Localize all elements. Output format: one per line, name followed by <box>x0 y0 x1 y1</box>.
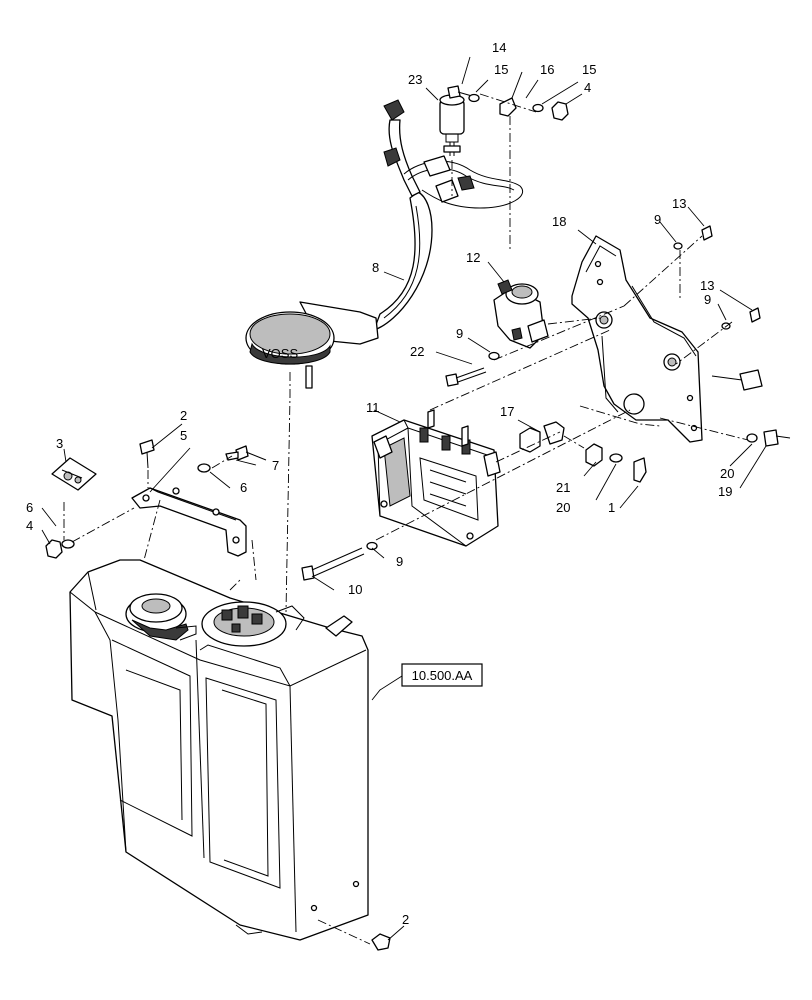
callout-20: 20 <box>720 466 734 481</box>
fitting-17 <box>519 421 565 453</box>
tank-sender-unit <box>201 601 353 647</box>
bracket-5 <box>131 487 247 557</box>
callout-2: 2 <box>180 408 187 423</box>
callout-3: 3 <box>56 436 63 451</box>
callout-15: 15 <box>494 62 508 77</box>
tank-filler-cap <box>125 593 197 641</box>
def-tank <box>69 559 369 941</box>
vendor-mark: VOSS <box>262 346 298 361</box>
callout-14: 14 <box>492 40 506 55</box>
callout-4: 4 <box>584 80 591 95</box>
bolt-10-washer-9 <box>301 541 378 581</box>
callout-22: 22 <box>410 344 424 359</box>
callout-5: 5 <box>180 428 187 443</box>
hose-assembly-8: VOSS <box>245 99 523 389</box>
inline-filter-23 <box>439 94 465 156</box>
supply-pump-11 <box>371 409 501 547</box>
bolt-2-top <box>139 439 155 469</box>
callout-10: 10 <box>348 582 362 597</box>
mount-bracket-18 <box>571 235 703 443</box>
callout-13: 13 <box>672 196 686 211</box>
washer-6 <box>197 463 211 473</box>
callout-8: 8 <box>372 260 379 275</box>
assembly-center-lines <box>63 93 749 945</box>
bolt-19-washer-20 <box>746 429 791 447</box>
nut-4-washer-6-left <box>45 539 75 559</box>
leader-lines <box>41 56 767 941</box>
callout-13: 13 <box>700 278 714 293</box>
hardware-21-20-1 <box>585 443 647 483</box>
callout-20: 20 <box>556 500 570 515</box>
callout-16: 16 <box>540 62 554 77</box>
callout-4: 4 <box>26 518 33 533</box>
callout-labels: 14 15 16 15 23 4 13 9 18 8 12 13 9 9 22 … <box>26 40 734 927</box>
callout-9: 9 <box>456 326 463 341</box>
bolt-7 <box>225 445 267 461</box>
label-decal-3 <box>51 457 97 491</box>
callout-21: 21 <box>556 480 570 495</box>
callout-9: 9 <box>654 212 661 227</box>
callout-9: 9 <box>704 292 711 307</box>
solenoid-valve-12 <box>493 279 549 349</box>
callout-17: 17 <box>500 404 514 419</box>
callout-15: 15 <box>582 62 596 77</box>
reference-box-label: 10.500.AA <box>412 668 473 683</box>
callout-7: 7 <box>272 458 279 473</box>
bolt-22-washer-9 <box>445 351 500 387</box>
callout-23: 23 <box>408 72 422 87</box>
callout-19: 19 <box>718 484 732 499</box>
callout-12: 12 <box>466 250 480 265</box>
callout-18: 18 <box>552 214 566 229</box>
bolt-2-bottom <box>371 933 391 951</box>
callout-9: 9 <box>396 554 403 569</box>
reference-box[interactable]: 10.500.AA <box>401 663 483 687</box>
callout-2: 2 <box>402 912 409 927</box>
callout-6: 6 <box>240 480 247 495</box>
bolts-13-washers-9 <box>673 225 763 391</box>
callout-6: 6 <box>26 500 33 515</box>
callout-1: 1 <box>608 500 615 515</box>
callout-11: 11 <box>366 400 380 415</box>
clip-hardware-top <box>447 71 569 121</box>
